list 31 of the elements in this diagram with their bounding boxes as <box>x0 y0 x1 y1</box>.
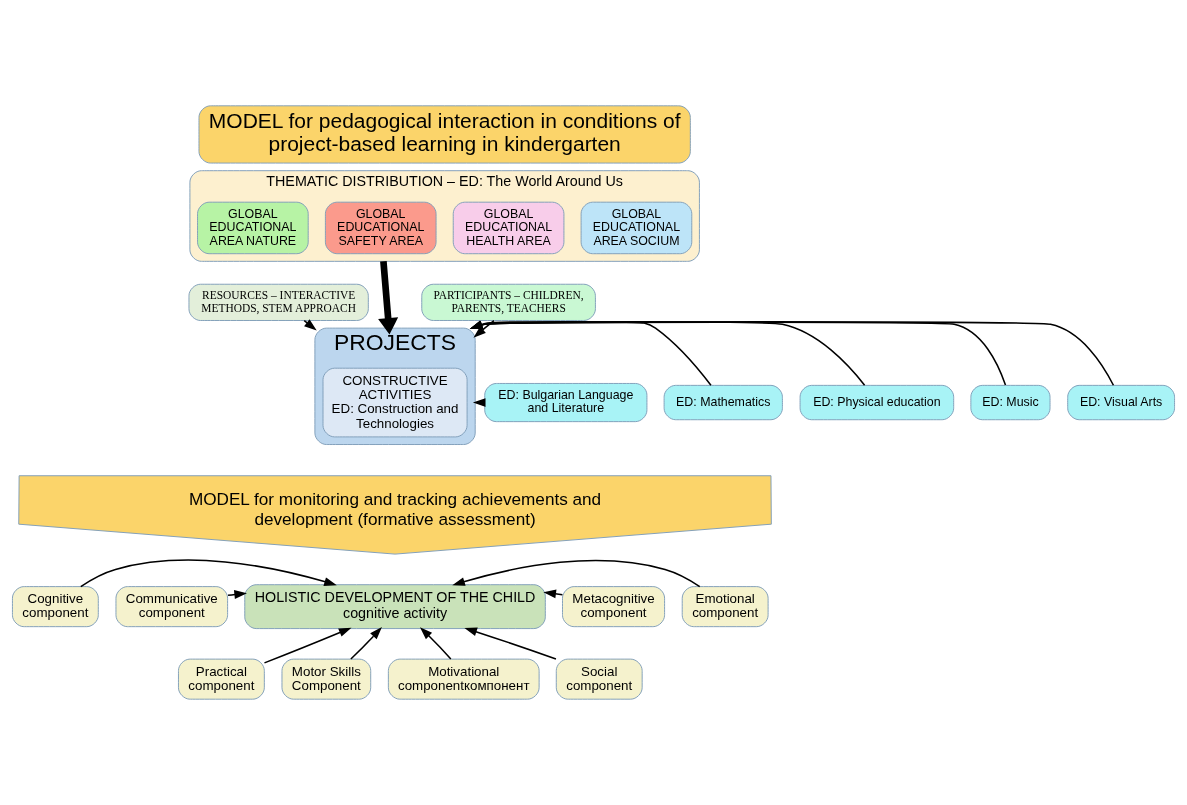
node-box: ED: Visual Arts <box>1067 384 1176 421</box>
arrow <box>227 590 247 599</box>
node-box: ED: Physical education <box>799 384 955 421</box>
arrow <box>464 627 557 660</box>
node-box: Practical component <box>178 658 265 700</box>
node-box: RESOURCES – INTERACTIVE METHODS, STEM APPROACH <box>188 283 369 321</box>
node-box: CONSTRUCTIVE ACTIVITIES ED: Construction and Technologies <box>322 367 468 438</box>
node-box: ED: Bulgarian Language and Literature <box>484 383 648 423</box>
node-box: Motor Skills Component <box>281 658 372 700</box>
node-box: MODEL for pedagogical interaction in conditions of project-based learning in kindergarten <box>198 105 691 164</box>
node-box: GLOBAL EDUCATIONAL SAFETY AREA <box>324 201 437 255</box>
node-box: Cognitive component <box>11 586 99 628</box>
node-box: Motivational componentкомпонент <box>387 658 540 700</box>
node-box: PARTICIPANTS – CHILDREN, PARENTS, TEACHERS <box>421 283 596 321</box>
arrow <box>263 627 352 664</box>
node-box: GLOBAL EDUCATIONAL AREA NATURE <box>197 201 309 255</box>
arrow <box>350 627 382 660</box>
arrow <box>378 261 399 335</box>
node-box: GLOBAL EDUCATIONAL AREA SOCIUM <box>580 201 693 255</box>
node-box: ED: Mathematics <box>663 384 783 421</box>
node-box: Social component <box>555 658 643 700</box>
node-box: Emotional component <box>681 586 769 628</box>
node-box: Metacognitive component <box>562 586 666 628</box>
arrow <box>80 559 337 588</box>
arrow <box>419 627 452 660</box>
node-box: Communicative component <box>115 586 229 628</box>
arrow <box>303 319 317 331</box>
arrow <box>452 559 701 588</box>
node-box: HOLISTIC DEVELOPMENT OF THE CHILD cognitive activity <box>244 584 546 630</box>
node-box: ED: Music <box>970 384 1051 421</box>
node-box: GLOBAL EDUCATIONAL HEALTH AREA <box>452 201 565 255</box>
